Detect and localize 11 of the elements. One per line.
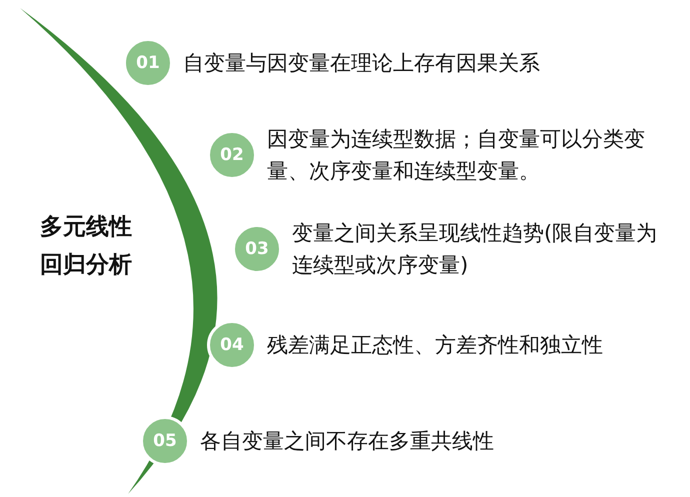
item-text: 自变量与因变量在理论上存有因果关系: [183, 50, 541, 77]
step-number: 03: [232, 224, 282, 274]
step-number: 05: [140, 416, 190, 466]
title-text: 多元线性回归分析: [40, 213, 133, 280]
step-number: 04: [207, 320, 257, 370]
item-text: 变量之间关系呈现线性趋势(限自变量为连续型或次序变量): [292, 224, 658, 274]
item-text: 残差满足正态性、方差齐性和独立性: [267, 332, 604, 359]
item-text: 各自变量之间不存在多重共线性: [200, 428, 495, 455]
step-number: 02: [207, 130, 257, 180]
step-number: 01: [123, 38, 173, 88]
item-text: 因变量为连续型数据；自变量可以分类变量、次序变量和连续型变量。: [267, 130, 646, 180]
